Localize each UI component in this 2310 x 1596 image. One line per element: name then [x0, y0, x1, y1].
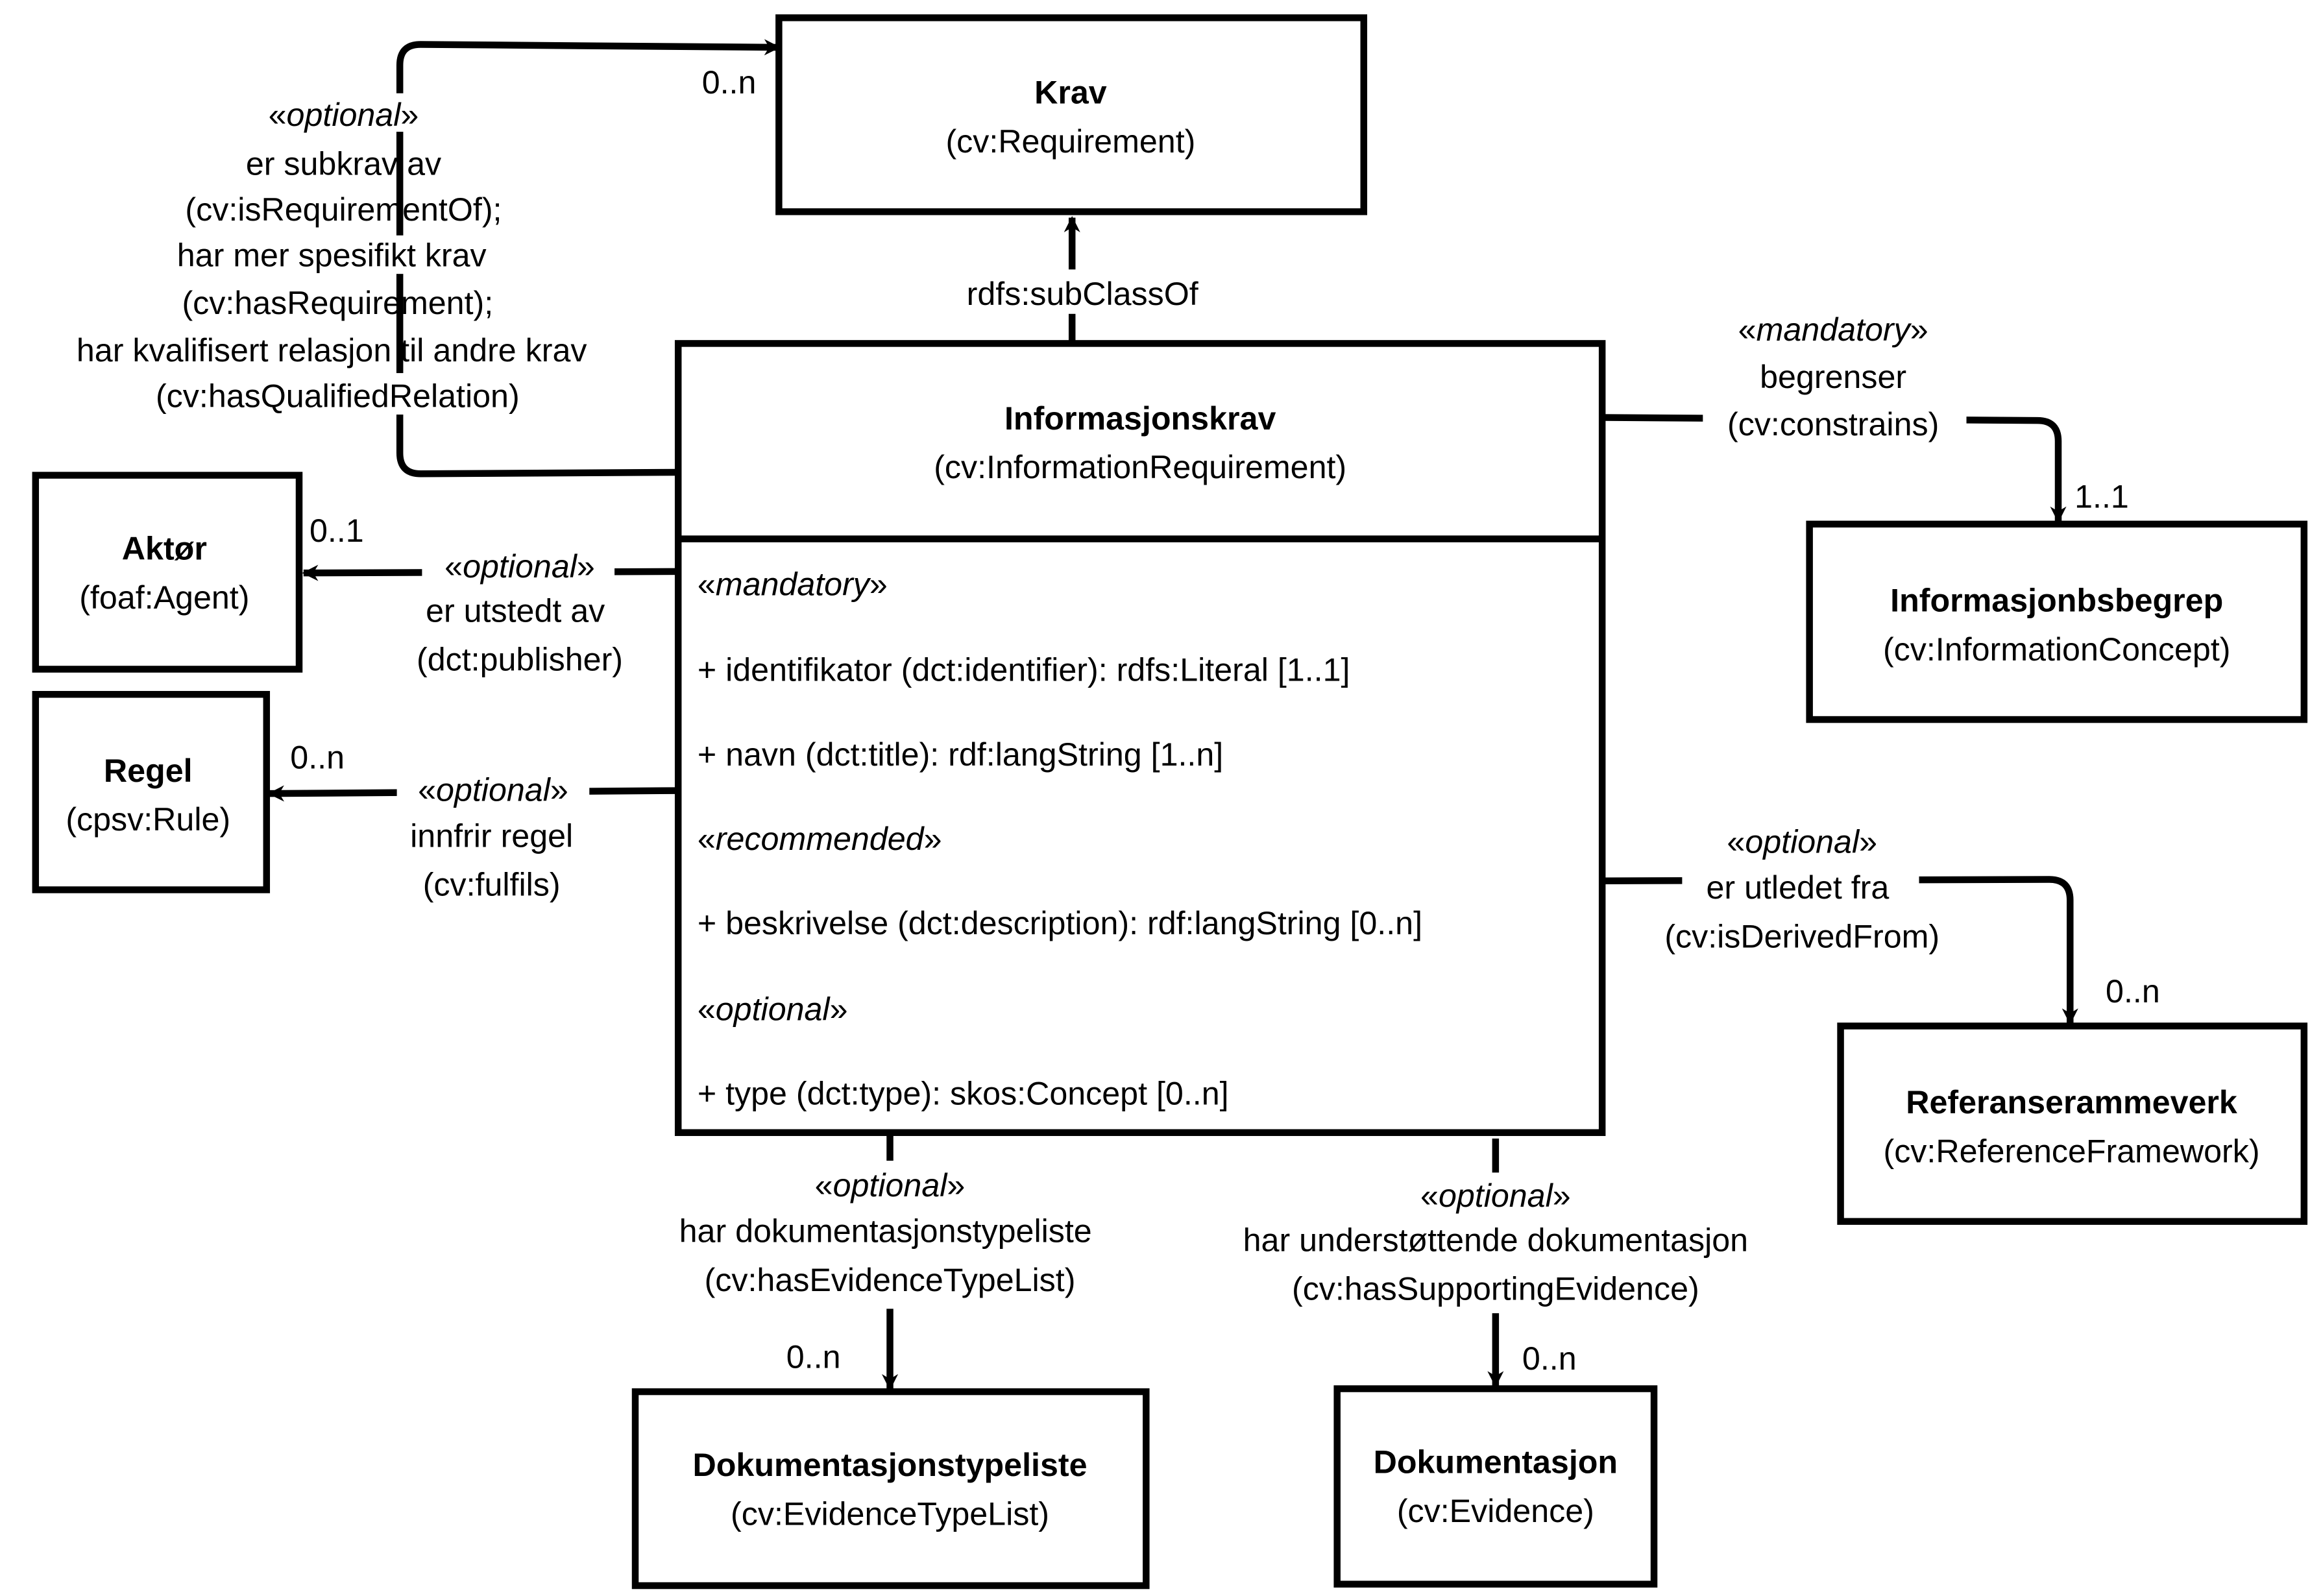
class-uri: (foaf:Agent)	[79, 579, 249, 616]
svg-text:«mandatory»: «mandatory»	[1738, 311, 1928, 348]
svg-text:(cv:hasEvidenceTypeList): (cv:hasEvidenceTypeList)	[705, 1262, 1076, 1298]
class-uri: (cv:EvidenceTypeList)	[731, 1495, 1049, 1532]
class-name: Dokumentasjon	[1374, 1444, 1618, 1481]
label-evidencetypelist: «optional» har dokumentasjonstypeliste (…	[622, 1161, 1155, 1309]
multiplicity-supporting: 0..n	[1522, 1340, 1577, 1377]
class-uri: (cv:ReferenceFramework)	[1884, 1133, 2260, 1169]
svg-text:begrenser: begrenser	[1760, 359, 1906, 395]
attribute-navn: + navn (dct:title): rdf:langString [1..n…	[698, 736, 1223, 773]
svg-text:(cv:isRequirementOf);: (cv:isRequirementOf);	[185, 191, 502, 228]
svg-text:har dokumentasjonstypeliste: har dokumentasjonstypeliste	[679, 1213, 1092, 1250]
class-krav[interactable]: Krav (cv:Requirement)	[775, 14, 1368, 215]
label-subkrav: «optional» er subkrav av (cv:isRequireme…	[77, 93, 587, 415]
svg-text:«optional»: «optional»	[815, 1167, 966, 1203]
class-name: Informasjonbsbegrep	[1890, 582, 2223, 618]
svg-text:har mer spesifikt krav: har mer spesifikt krav	[177, 237, 487, 274]
label-constrains: «mandatory» begrenser (cv:constrains)	[1703, 311, 1967, 443]
svg-text:«optional»: «optional»	[418, 772, 568, 808]
class-regel[interactable]: Regel (cpsv:Rule)	[32, 691, 271, 893]
label-fulfils: «optional» innfrir regel (cv:fulfils)	[396, 768, 590, 903]
label-supporting: «optional» har understøttende dokumentas…	[1184, 1172, 1807, 1314]
svg-text:(cv:hasSupportingEvidence): (cv:hasSupportingEvidence)	[1292, 1271, 1699, 1307]
class-name: Regel	[104, 753, 193, 789]
class-informasjonskrav[interactable]: Informasjonskrav (cv:InformationRequirem…	[674, 340, 1606, 1136]
attribute-stereotype-optional: «optional»	[698, 991, 848, 1027]
svg-text:er utstedt av: er utstedt av	[426, 592, 605, 629]
label-subclass: rdfs:subClassOf	[938, 269, 1226, 314]
svg-text:er utledet fra: er utledet fra	[1707, 869, 1890, 906]
multiplicity-fulfils: 0..n	[290, 739, 345, 775]
svg-text:er subkrav av: er subkrav av	[246, 145, 441, 182]
attribute-beskrivelse: + beskrivelse (dct:description): rdf:lan…	[698, 905, 1422, 941]
class-aktor[interactable]: Aktør (foaf:Agent)	[32, 472, 303, 673]
svg-text:(cv:constrains): (cv:constrains)	[1727, 406, 1939, 442]
multiplicity-constrains: 1..1	[2074, 479, 2129, 515]
multiplicity-derived: 0..n	[2106, 973, 2160, 1010]
svg-text:(cv:isDerivedFrom): (cv:isDerivedFrom)	[1664, 918, 1939, 954]
svg-text:(cv:hasQualifiedRelation): (cv:hasQualifiedRelation)	[156, 378, 520, 415]
class-informasjonsbegrep[interactable]: Informasjonbsbegrep (cv:InformationConce…	[1806, 520, 2308, 723]
attribute-stereotype-recommended: «recommended»	[698, 821, 942, 857]
class-name: Krav	[1034, 75, 1107, 111]
class-uri: (cv:Requirement)	[945, 123, 1195, 160]
label-derived: «optional» er utledet fra (cv:isDerivedF…	[1664, 823, 1939, 954]
multiplicity-evidencetypelist: 0..n	[786, 1339, 841, 1375]
svg-text:(dct:publisher): (dct:publisher)	[417, 642, 623, 678]
constrains-connector	[1602, 414, 2067, 523]
class-uri: (cpsv:Rule)	[66, 801, 230, 838]
attribute-stereotype-mandatory: «mandatory»	[698, 566, 888, 602]
label-publisher: «optional» er utstedt av (dct:publisher)	[417, 548, 623, 678]
svg-text:«optional»: «optional»	[269, 97, 419, 133]
svg-text:«optional»: «optional»	[444, 548, 595, 585]
class-name: Aktør	[122, 531, 207, 567]
svg-text:har understøttende dokumentasj: har understøttende dokumentasjon	[1243, 1222, 1748, 1258]
derived-connector	[1602, 876, 2078, 1025]
class-name: Dokumentasjonstypeliste	[693, 1447, 1088, 1483]
svg-text:innfrir regel: innfrir regel	[410, 817, 573, 854]
svg-text:(cv:fulfils): (cv:fulfils)	[423, 867, 561, 903]
attribute-identifikator: + identifikator (dct:identifier): rdfs:L…	[698, 652, 1350, 688]
class-uri: (cv:InformationRequirement)	[934, 449, 1346, 485]
class-name: Informasjonskrav	[1004, 400, 1276, 437]
attribute-type: + type (dct:type): skos:Concept [0..n]	[698, 1075, 1229, 1111]
svg-text:(cv:hasRequirement);: (cv:hasRequirement);	[182, 285, 493, 321]
class-name: Referanserammeverk	[1906, 1084, 2237, 1120]
class-dokumentasjon[interactable]: Dokumentasjon (cv:Evidence)	[1333, 1385, 1658, 1588]
multiplicity-publisher: 0..1	[310, 513, 364, 549]
svg-text:«optional»: «optional»	[1727, 823, 1877, 860]
class-dokumentasjonstypeliste[interactable]: Dokumentasjonstypeliste (cv:EvidenceType…	[631, 1388, 1150, 1590]
svg-text:«optional»: «optional»	[1420, 1178, 1571, 1214]
svg-text:har kvalifisert relasjon til a: har kvalifisert relasjon til andre krav	[77, 332, 587, 369]
multiplicity-subkrav: 0..n	[702, 64, 757, 101]
svg-text:rdfs:subClassOf: rdfs:subClassOf	[967, 276, 1199, 312]
class-uri: (cv:InformationConcept)	[1883, 631, 2231, 668]
class-referanserammeverk[interactable]: Referanserammeverk (cv:ReferenceFramewor…	[1837, 1022, 2308, 1225]
class-uri: (cv:Evidence)	[1397, 1493, 1594, 1529]
